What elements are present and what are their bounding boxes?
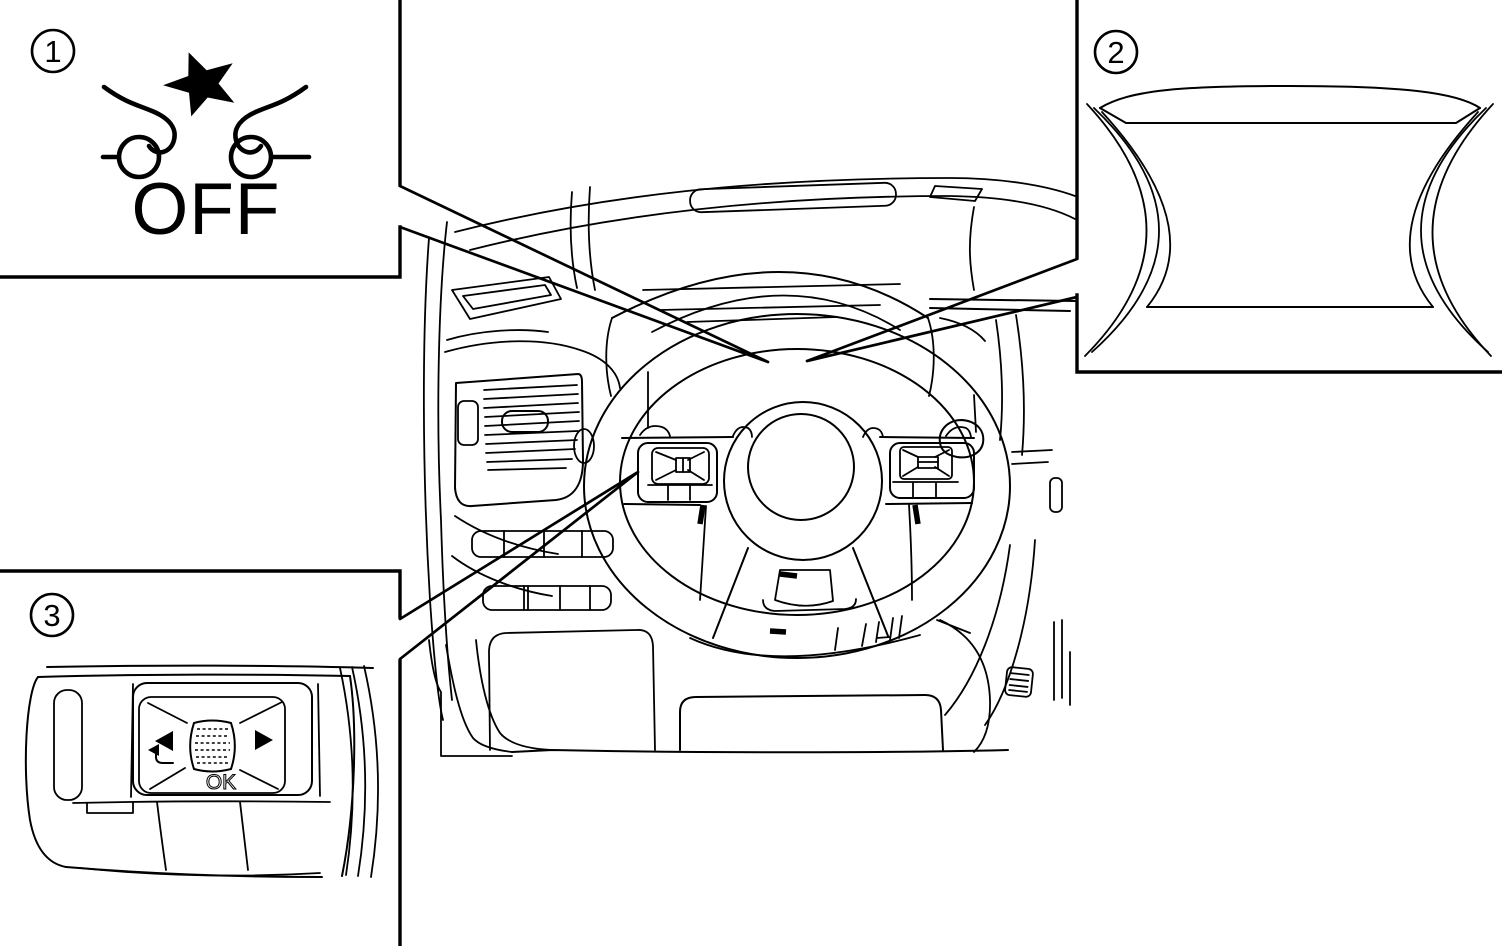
left-stalk — [573, 428, 595, 464]
wiper-stalk — [938, 419, 985, 459]
defroster-vent — [689, 181, 897, 214]
side-air-vent — [454, 373, 584, 508]
ok-switch-bezel — [132, 682, 313, 796]
lower-spoke — [712, 547, 889, 639]
leader-line-callout-2 — [805, 257, 1079, 363]
scroll-wheel[interactable] — [189, 719, 236, 773]
knee-panel-left — [488, 629, 656, 751]
knee-panel-center — [679, 694, 944, 751]
right-vehicle-icon — [228, 84, 312, 180]
steering-switch-closeup: OK — [24, 664, 379, 878]
vent-louver-handle — [501, 410, 549, 433]
callout-number-2: 2 — [1093, 29, 1139, 75]
wheel-spokes — [621, 436, 975, 506]
left-vehicle-icon — [100, 84, 177, 180]
callout-1-number: 1 — [44, 34, 61, 69]
callout-3-number: 3 — [43, 598, 60, 633]
instrument-cluster-display-outline — [1084, 85, 1494, 357]
leader-line-callout-1 — [398, 184, 770, 364]
mirror-trim — [451, 276, 562, 320]
previous-arrow-icon[interactable] — [155, 731, 173, 751]
center-stack — [936, 314, 1071, 753]
pedal — [1004, 666, 1034, 698]
callout-2-box — [1075, 0, 1502, 374]
callout-number-1: 1 — [30, 28, 76, 74]
next-arrow-icon[interactable] — [255, 730, 273, 750]
windshield-base — [454, 177, 1076, 233]
dash-switch-row-lower — [482, 585, 612, 611]
callout-number-3: 3 — [29, 592, 75, 638]
ok-label[interactable]: OK — [205, 771, 236, 795]
wheel-rim-outer — [583, 313, 1011, 659]
forward-collision-warning-icon: OFF — [100, 52, 312, 250]
callout-1-box — [0, 0, 402, 279]
dash-switch-row-upper — [471, 530, 614, 558]
impact-star-icon — [163, 52, 235, 117]
off-label: OFF — [132, 169, 281, 250]
dashboard-illustration — [422, 177, 1076, 757]
dash-bottom-edge — [511, 749, 1009, 754]
callout-3-box — [0, 569, 402, 946]
left-spoke-switch[interactable] — [637, 442, 718, 503]
right-spoke-switch[interactable] — [889, 442, 975, 499]
callout-2-number: 2 — [1107, 35, 1124, 70]
wheel-hub — [723, 401, 883, 561]
steering-wheel — [583, 313, 1011, 659]
return-arrow-icon[interactable] — [148, 744, 174, 764]
instrument-cluster — [569, 186, 977, 433]
